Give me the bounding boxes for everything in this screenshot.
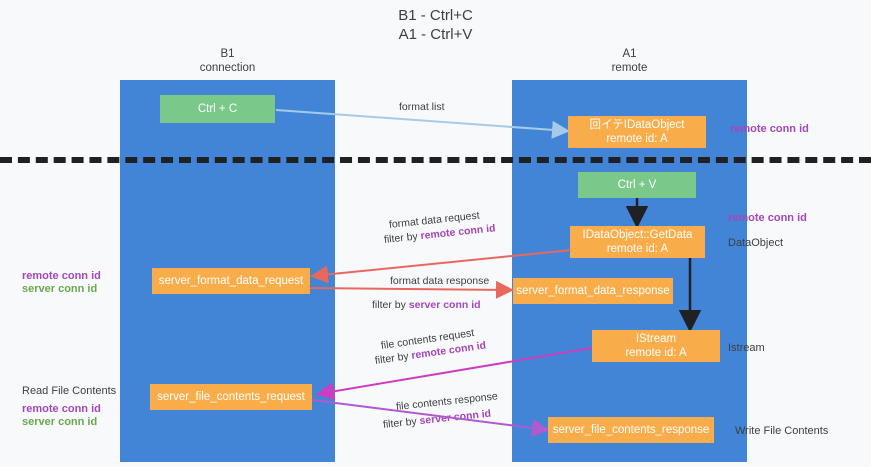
lane-header-b1: B1 connection <box>120 47 335 75</box>
lane-header-a1-name: A1 <box>622 48 637 60</box>
box-idataobject-line1: 回イテIDataObject <box>589 119 685 131</box>
note-right-istream: Istream <box>728 342 765 354</box>
label-format-list-text: format list <box>399 101 445 113</box>
arrow-format-list <box>275 109 570 139</box>
note-left-server-conn-id: server conn id <box>22 283 98 295</box>
box-ctrl-c[interactable]: Ctrl + C <box>160 95 275 123</box>
section-divider <box>0 157 871 163</box>
arrow-format-data-request <box>310 249 573 284</box>
label-format-list: format list <box>399 100 445 114</box>
lane-header-b1-name: B1 <box>220 48 235 60</box>
title-line-1: B1 - Ctrl+C <box>398 7 473 24</box>
diagram-title: B1 - Ctrl+C A1 - Ctrl+V <box>0 6 871 44</box>
note-left-remote-conn-id: remote conn id <box>22 270 101 282</box>
box-server-file-contents-request[interactable]: server_file_contents_request <box>150 384 312 410</box>
note-left-remote-conn-id-bottom: remote conn id <box>22 403 101 415</box>
note-right-dataobject: DataObject <box>728 237 784 249</box>
box-istream-line1: IStream <box>635 333 677 345</box>
lane-header-a1-subtitle: remote <box>611 62 648 74</box>
box-server-file-contents-request-label: server_file_contents_request <box>157 391 305 403</box>
note-right-write-file-contents: Write File Contents <box>735 425 829 437</box>
box-server-format-data-request-label: server_format_data_request <box>158 275 304 287</box>
arrow-file-contents-response <box>311 399 550 437</box>
box-server-format-data-response[interactable]: server_format_data_response <box>513 278 673 304</box>
box-ctrl-v-label: Ctrl + V <box>617 179 657 191</box>
box-idataobject-line2: remote id: A <box>606 133 668 145</box>
box-istream[interactable]: IStream remote id: A <box>592 330 720 362</box>
label-format-data-response: format data response <box>390 274 489 288</box>
box-server-file-contents-response-label: server_file_contents_response <box>552 424 710 436</box>
box-server-format-data-response-label: server_format_data_response <box>516 285 670 297</box>
label-format-data-response-text: format data response <box>390 275 490 287</box>
box-idataobject-getdata[interactable]: IDataObject::GetData remote id: A <box>570 226 705 258</box>
note-right-remote-conn-id-top: remote conn id <box>730 123 809 135</box>
label-filter-value-server-conn-id: server conn id <box>408 299 481 311</box>
arrow-file-contents-request <box>316 347 593 401</box>
note-left-read-file-contents: Read File Contents <box>22 385 117 397</box>
box-getdata-line1: IDataObject::GetData <box>582 229 693 241</box>
box-ctrl-v[interactable]: Ctrl + V <box>578 172 696 198</box>
note-left-server-conn-id-bottom: server conn id <box>22 416 98 428</box>
label-format-data-response-filter: filter by server conn id <box>372 298 481 312</box>
label-filter-prefix-2: filter by <box>372 299 409 311</box>
box-server-file-contents-response[interactable]: server_file_contents_response <box>548 417 714 443</box>
box-getdata-line2: remote id: A <box>606 243 669 255</box>
title-line-2: A1 - Ctrl+V <box>398 26 473 43</box>
box-idataobject[interactable]: 回イテIDataObject remote id: A <box>568 116 706 148</box>
arrow-format-data-response <box>309 280 514 299</box>
box-server-format-data-request[interactable]: server_format_data_request <box>152 268 310 294</box>
lane-header-b1-subtitle: connection <box>199 62 256 74</box>
lane-header-a1: A1 remote <box>512 47 747 75</box>
note-right-remote-conn-id-mid: remote conn id <box>728 212 807 224</box>
box-ctrl-c-label: Ctrl + C <box>197 103 238 115</box>
box-istream-line2: remote id: A <box>625 347 687 359</box>
